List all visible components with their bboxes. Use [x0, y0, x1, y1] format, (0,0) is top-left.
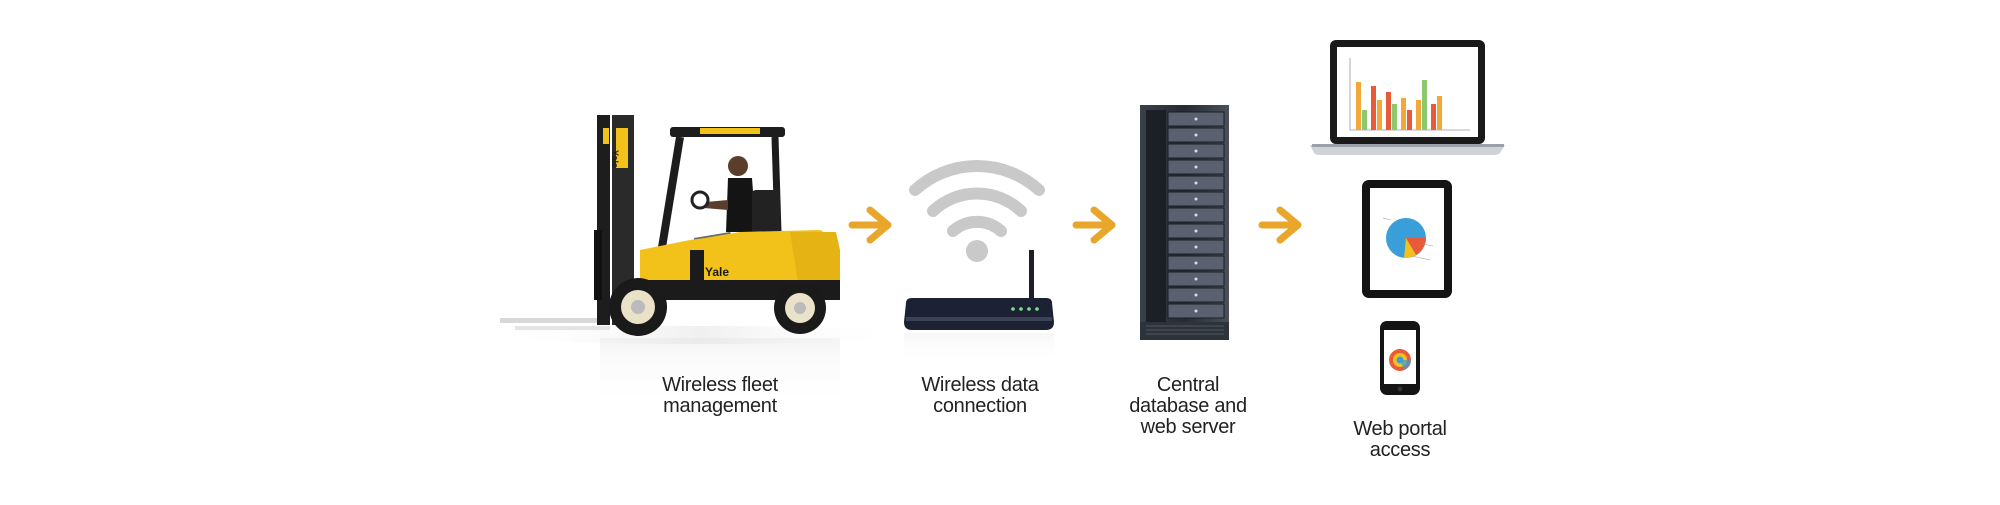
caption-line: database and	[1129, 395, 1247, 417]
caption-line: access	[1369, 439, 1431, 461]
tablet-pie-chart	[1382, 217, 1434, 261]
caption-line: Central	[1156, 374, 1220, 396]
caption-line: connection	[933, 395, 1027, 417]
caption-wireless-fleet-management: Wireless fleet management	[620, 375, 820, 417]
wifi-icon	[909, 159, 1045, 262]
caption-line: management	[663, 395, 777, 417]
caption-central-database-web-server: Central database and web server	[1088, 375, 1288, 438]
forklift-brand-label: Yale	[705, 265, 729, 279]
smartphone-icon	[1380, 321, 1420, 395]
tablet-icon	[1362, 180, 1452, 298]
caption-wireless-data-connection: Wireless data connection	[880, 375, 1080, 417]
caption-line: web server	[1140, 416, 1236, 438]
caption-line: Wireless fleet	[662, 374, 778, 396]
forklift-icon: Yale Yale	[490, 115, 910, 408]
router-icon	[904, 250, 1054, 363]
caption-line: Web portal	[1353, 418, 1447, 440]
server-rack-icon	[1140, 105, 1229, 340]
arrow-right-icon	[848, 206, 892, 244]
svg-text:Yale: Yale	[610, 150, 620, 168]
laptop-icon	[1310, 40, 1505, 155]
arrow-right-icon	[1258, 206, 1302, 244]
phone-ring-chart	[1389, 349, 1411, 371]
caption-web-portal-access: Web portal access	[1300, 419, 1500, 461]
caption-line: Wireless data	[921, 374, 1039, 396]
laptop-chart-bars	[1356, 80, 1442, 130]
arrow-right-icon	[1072, 206, 1116, 244]
